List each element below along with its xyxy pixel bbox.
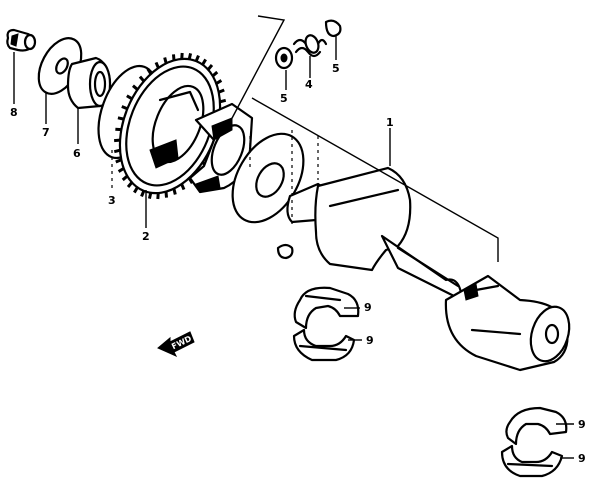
callout-5-left: 5 (280, 92, 288, 105)
part-9-bearing-upper-a (293, 286, 360, 330)
part-9-bearing-upper-b (505, 406, 568, 446)
part-6-bushing (66, 56, 112, 110)
fwd-label: FWD (170, 334, 193, 351)
callout-3: 3 (108, 194, 116, 207)
part-9-bearing-lower-b (500, 444, 564, 478)
gear-tooth (154, 61, 160, 69)
gear-tooth (117, 167, 125, 173)
part-shaft-washer (231, 132, 305, 224)
gear-tooth (126, 94, 133, 101)
gear-tooth (218, 88, 225, 94)
gear-tooth (140, 190, 146, 198)
part-key (276, 243, 294, 260)
callout-1: 1 (386, 116, 394, 129)
gear-tooth (126, 181, 134, 188)
gear-tooth (113, 138, 121, 143)
part-2-balancer-gear (113, 52, 227, 200)
part-4-spring (292, 34, 328, 58)
gear-tooth (133, 186, 139, 194)
gear-tooth (219, 98, 227, 104)
gear-tooth (171, 54, 176, 61)
part-5-cap-left (274, 46, 294, 70)
gear-tooth (163, 57, 168, 64)
gear-tooth (147, 192, 153, 199)
callout-7: 7 (42, 126, 50, 139)
gear-tooth (164, 191, 169, 198)
callout-2: 2 (142, 230, 150, 243)
gear-tooth (211, 70, 219, 78)
callout-6: 6 (73, 147, 81, 160)
gear-tooth (180, 183, 186, 191)
fwd-direction-arrow: FWD (157, 331, 195, 358)
callout-5-right: 5 (332, 62, 340, 75)
callout-9-a: 9 (364, 301, 372, 314)
gear-tooth (194, 54, 200, 62)
part-8-cap (6, 28, 37, 52)
gear-tooth (215, 79, 223, 85)
gear-tooth (206, 64, 214, 71)
part-5-cap-right (324, 19, 342, 38)
part-9-bearing-lower-a (292, 328, 356, 362)
callout-9-d: 9 (578, 452, 586, 465)
gear-tooth (187, 53, 193, 60)
gear-tooth (115, 158, 122, 164)
gear-tooth (138, 75, 146, 83)
gear-tooth (113, 148, 121, 154)
gear-tooth (121, 105, 128, 111)
gear-tooth (172, 188, 177, 195)
callout-9-c: 9 (578, 418, 586, 431)
callout-9-b: 9 (366, 334, 374, 347)
callout-8: 8 (10, 106, 18, 119)
part-1-balancer-shaft (286, 166, 571, 372)
gear-tooth (117, 116, 125, 121)
gear-tooth (121, 174, 129, 182)
gear-tooth (146, 68, 153, 75)
gear-tooth (201, 58, 207, 66)
callout-4: 4 (305, 78, 313, 91)
gear-tooth (131, 84, 139, 91)
